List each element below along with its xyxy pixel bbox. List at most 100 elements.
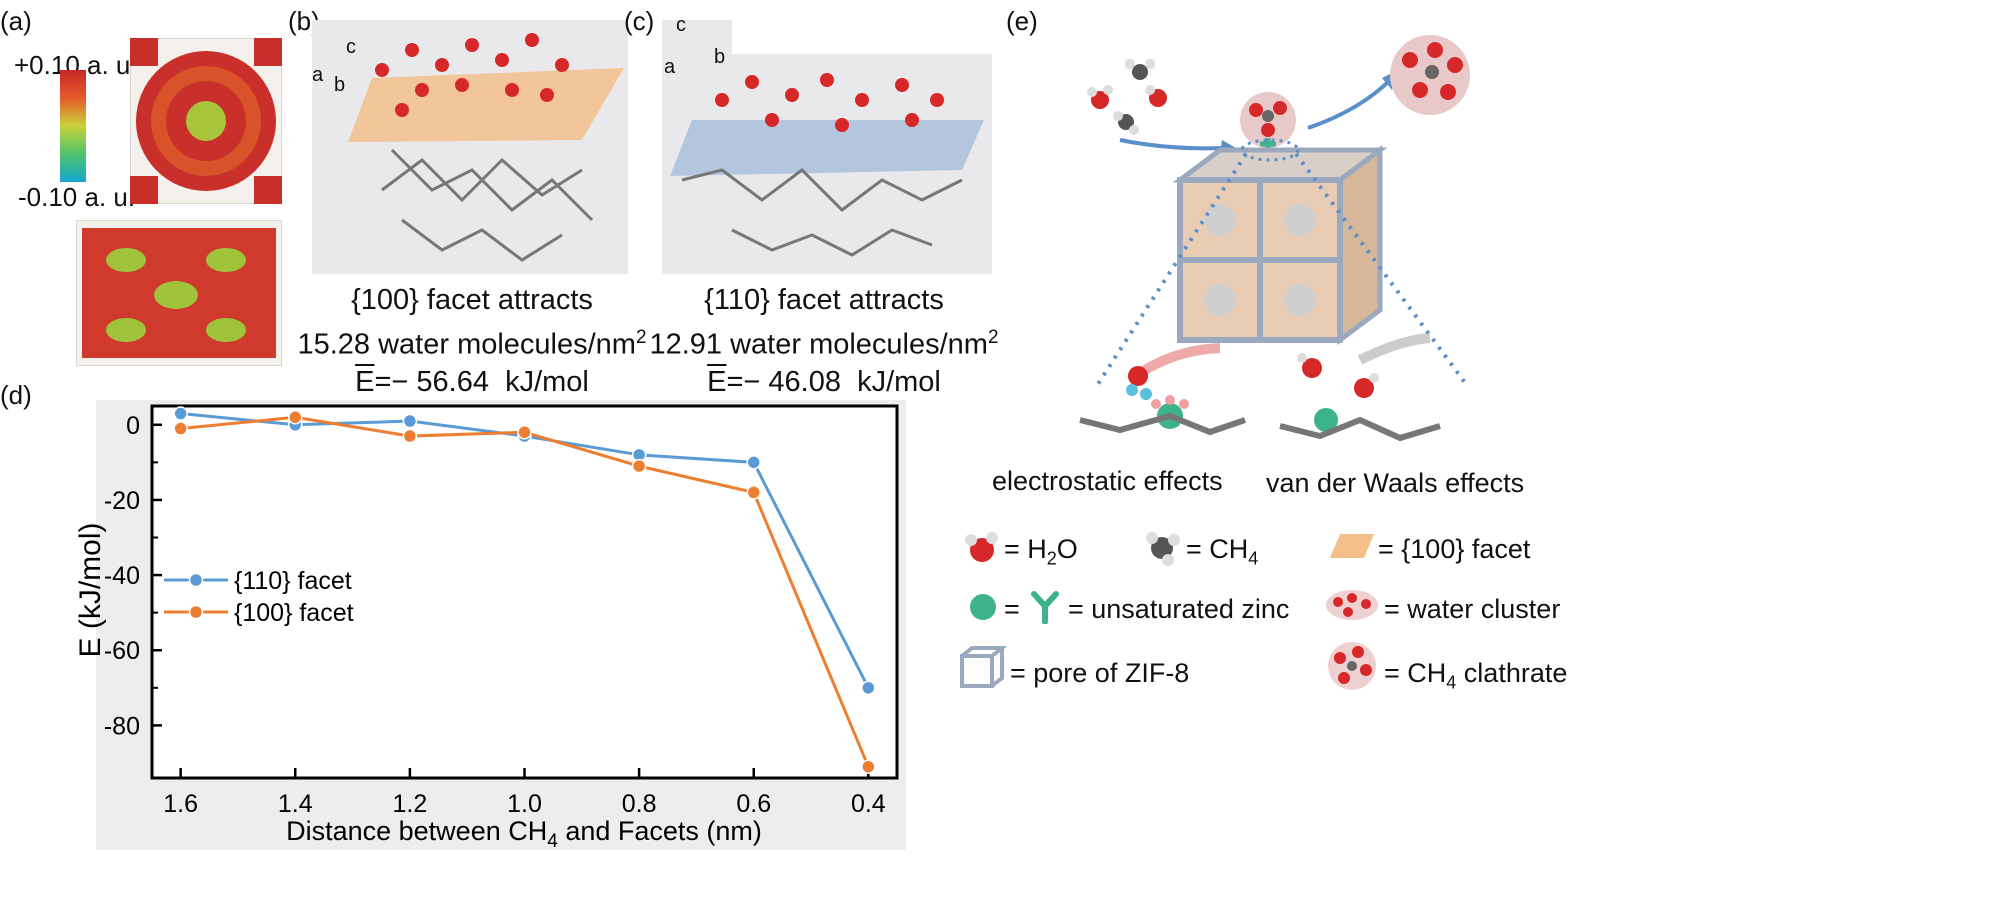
legend-clathrate-text: = CH bbox=[1384, 658, 1447, 688]
x-tick-label-2: 1.2 bbox=[393, 790, 428, 818]
legend-zinc-eq1: = bbox=[1004, 594, 1020, 624]
caption-110-density-text: water molecules/nm bbox=[730, 328, 988, 361]
series-1-point-5 bbox=[746, 485, 761, 500]
legend-h2o-sub: 2 bbox=[1046, 548, 1057, 569]
panel-e-label: (e) bbox=[1006, 6, 1038, 36]
panel-a-label: (a) bbox=[0, 6, 32, 36]
y-tick-label-1: -20 bbox=[104, 487, 140, 515]
y-tick-label-3: -60 bbox=[104, 637, 140, 665]
legend-ch4: = CH4 bbox=[1186, 534, 1258, 569]
arrow-in bbox=[1119, 138, 1223, 151]
x-tick-label-1: 1.4 bbox=[278, 790, 313, 818]
water-on-110-facet-render bbox=[662, 20, 992, 274]
series-1-point-6 bbox=[861, 759, 876, 774]
zif8-pore-cube bbox=[1172, 145, 1388, 345]
series-0-point-6 bbox=[861, 680, 876, 696]
axis-a-label-110: a bbox=[664, 56, 676, 78]
vdw-effects-label: van der Waals effects bbox=[1266, 468, 1525, 498]
legend-clathrate-tail: clathrate bbox=[1456, 658, 1568, 688]
axis-a-label: a bbox=[312, 64, 324, 86]
panel-d-label: (d) bbox=[0, 380, 32, 410]
y-axis-label: E (kJ/mol) bbox=[74, 523, 107, 658]
x-axis-label-sub: 4 bbox=[547, 831, 558, 852]
legend-ch4-text: = CH bbox=[1186, 534, 1249, 564]
caption-110-energy: =− 46.08 bbox=[726, 365, 841, 398]
vdw-illustration bbox=[1279, 333, 1441, 442]
legend-facet: = {100} facet bbox=[1378, 534, 1531, 564]
caption-110-density: 12.91 bbox=[649, 328, 723, 361]
legend-label-1: {100} facet bbox=[234, 599, 354, 627]
water-on-100-facet-render bbox=[312, 20, 628, 274]
clathrate-icon bbox=[1328, 642, 1376, 690]
legend-marker-0 bbox=[188, 572, 204, 588]
caption-100-energy: =− 56.64 bbox=[374, 365, 489, 398]
panel-c-label: (c) bbox=[624, 6, 655, 36]
methane-molecule-icon bbox=[1146, 532, 1180, 566]
electrostatic-illustration bbox=[1079, 343, 1246, 436]
colorbar-min-label: -0.10 a. u. bbox=[18, 182, 136, 212]
legend-h2o-text: = H bbox=[1004, 534, 1047, 564]
x-tick-label-6: 0.4 bbox=[851, 790, 886, 818]
axis-c-label-110: c bbox=[676, 14, 686, 36]
caption-110-energy-unit: kJ/mol bbox=[857, 365, 941, 398]
legend-ch4-sub: 4 bbox=[1248, 548, 1259, 569]
x-axis-label: Distance between CH4 and Facets (nm) bbox=[286, 816, 762, 852]
caption-110-line1: {110} facet attracts bbox=[704, 284, 944, 316]
legend-pore: = pore of ZIF-8 bbox=[1010, 658, 1190, 688]
water-molecule-icon bbox=[965, 532, 998, 562]
adsorbed-cluster bbox=[1240, 92, 1296, 152]
legend-h2o-tail: O bbox=[1056, 534, 1078, 564]
legend-zinc: = unsaturated zinc bbox=[1068, 594, 1290, 624]
series-0-point-2 bbox=[402, 413, 418, 429]
caption-100-line1: {100} facet attracts bbox=[351, 284, 593, 316]
caption-110-energy-symbol: E bbox=[707, 365, 727, 398]
legend-marker-1 bbox=[188, 604, 204, 620]
caption-100-energy-unit: kJ/mol bbox=[505, 365, 589, 398]
y-tick-label-4: -80 bbox=[104, 712, 140, 740]
series-points bbox=[173, 406, 876, 774]
series-0-point-0 bbox=[173, 406, 188, 421]
legend-label-0: {110} facet bbox=[234, 567, 352, 595]
axis-b-label-110: b bbox=[714, 46, 726, 68]
plot-area bbox=[150, 404, 899, 780]
caption-100-density-text: water molecules/nm bbox=[378, 328, 636, 361]
colorbar bbox=[60, 70, 86, 182]
legend-clathrate: = CH4 clathrate bbox=[1384, 658, 1567, 693]
caption-100-density: 15.28 bbox=[297, 328, 371, 361]
legend-cluster: = water cluster bbox=[1384, 594, 1561, 624]
x-tick-label-5: 0.6 bbox=[736, 790, 771, 818]
electrostatic-effects-label: electrostatic effects bbox=[992, 466, 1223, 496]
x-axis-label-pre: Distance between CH bbox=[286, 816, 547, 846]
caption-110: {110} facet attracts 12.91 water molecul… bbox=[649, 282, 998, 401]
series-1-point-4 bbox=[631, 458, 647, 474]
zif8-mechanism-illustration bbox=[1087, 35, 1470, 386]
caption-110-sup: 2 bbox=[987, 327, 999, 348]
y-axis-ticks: 0 -20 -40 -60 -80 bbox=[104, 412, 162, 740]
pore-cube-icon bbox=[960, 646, 1006, 688]
series-1-point-2 bbox=[402, 428, 418, 444]
legend-h2o: = H2O bbox=[1004, 534, 1078, 569]
arrow-out bbox=[1307, 78, 1392, 130]
water-cluster-icon bbox=[1326, 590, 1378, 620]
series-1-point-1 bbox=[288, 410, 303, 425]
y-tick-label-0: 0 bbox=[126, 412, 140, 440]
charge-density-top-view bbox=[130, 38, 282, 204]
axis-c-label: c bbox=[346, 36, 356, 58]
charge-density-side-view bbox=[76, 220, 282, 366]
axis-b-label: b bbox=[334, 74, 346, 96]
facet-100-icon bbox=[1330, 534, 1374, 558]
zinc-bond-icon bbox=[1031, 591, 1059, 624]
series-1-point-0 bbox=[173, 421, 188, 436]
series-0-point-5 bbox=[746, 455, 761, 470]
caption-100-energy-symbol: E bbox=[355, 365, 375, 398]
x-tick-label-4: 0.8 bbox=[622, 790, 657, 818]
zinc-atom-icon bbox=[970, 594, 996, 620]
incoming-molecules bbox=[1087, 59, 1167, 135]
legend-clathrate-sub: 4 bbox=[1446, 672, 1457, 693]
x-axis-label-post: and Facets (nm) bbox=[558, 816, 762, 846]
caption-100-sup: 2 bbox=[635, 327, 647, 348]
caption-100: {100} facet attracts 15.28 water molecul… bbox=[297, 282, 646, 401]
y-tick-label-2: -40 bbox=[104, 562, 140, 590]
